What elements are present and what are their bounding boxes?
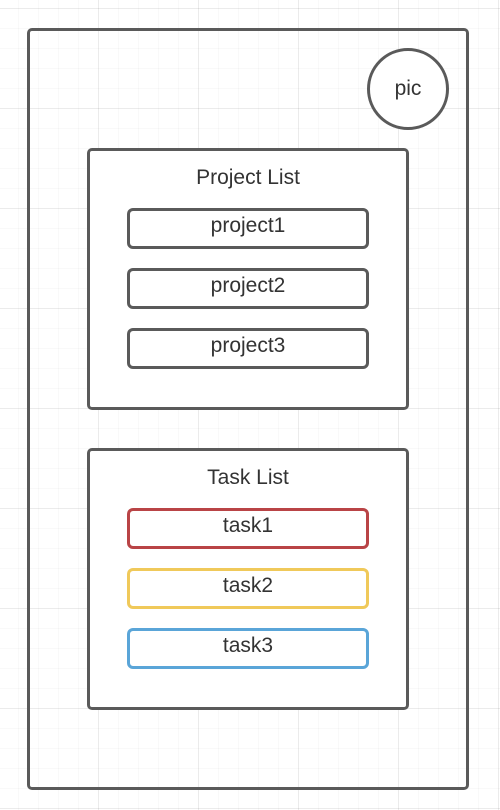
project-list-panel: Project List project1 project2 project3 — [87, 148, 409, 410]
project-item[interactable]: project3 — [127, 328, 369, 369]
avatar[interactable]: pic — [367, 48, 449, 130]
project-item[interactable]: project1 — [127, 208, 369, 249]
task-list-panel: Task List task1 task2 task3 — [87, 448, 409, 710]
project-list-title: Project List — [196, 166, 300, 189]
task-list-title: Task List — [207, 466, 289, 489]
phone-frame — [27, 28, 469, 790]
task-item[interactable]: task3 — [127, 628, 369, 669]
task-item[interactable]: task1 — [127, 508, 369, 549]
task-item[interactable]: task2 — [127, 568, 369, 609]
project-item[interactable]: project2 — [127, 268, 369, 309]
avatar-label: pic — [394, 77, 422, 100]
